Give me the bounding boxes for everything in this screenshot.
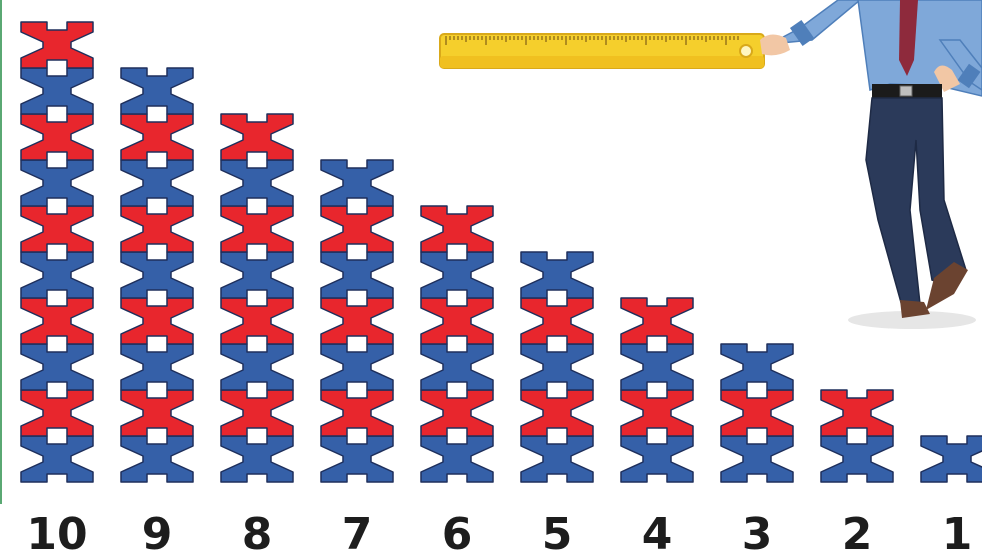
count-label-2: 2 bbox=[841, 509, 873, 560]
interlocking-block-icon bbox=[220, 435, 294, 483]
count-label-5: 5 bbox=[541, 509, 573, 560]
interlocking-block-icon bbox=[420, 435, 494, 483]
interlocking-block-icon bbox=[320, 205, 394, 253]
block-stack-7 bbox=[320, 159, 394, 483]
interlocking-block-icon bbox=[120, 343, 194, 391]
interlocking-block-icon bbox=[120, 113, 194, 161]
interlocking-block-icon bbox=[120, 297, 194, 345]
interlocking-block-icon bbox=[720, 389, 794, 437]
interlocking-block-icon bbox=[820, 435, 894, 483]
interlocking-block-icon bbox=[420, 343, 494, 391]
interlocking-block-icon bbox=[120, 159, 194, 207]
interlocking-block-icon bbox=[520, 251, 594, 299]
interlocking-block-icon bbox=[220, 343, 294, 391]
count-label-8: 8 bbox=[241, 509, 273, 560]
interlocking-block-icon bbox=[120, 67, 194, 115]
count-label-9: 9 bbox=[141, 509, 173, 560]
interlocking-block-icon bbox=[20, 113, 94, 161]
interlocking-block-icon bbox=[20, 21, 94, 69]
interlocking-block-icon bbox=[220, 159, 294, 207]
interlocking-block-icon bbox=[420, 251, 494, 299]
interlocking-block-icon bbox=[520, 435, 594, 483]
block-stack-1 bbox=[920, 435, 982, 483]
interlocking-block-icon bbox=[520, 389, 594, 437]
interlocking-block-icon bbox=[720, 343, 794, 391]
block-stack-8 bbox=[220, 113, 294, 483]
count-label-7: 7 bbox=[341, 509, 373, 560]
interlocking-block-icon bbox=[20, 297, 94, 345]
interlocking-block-icon bbox=[520, 343, 594, 391]
interlocking-block-icon bbox=[520, 297, 594, 345]
interlocking-block-icon bbox=[620, 435, 694, 483]
interlocking-block-icon bbox=[920, 435, 982, 483]
interlocking-block-icon bbox=[620, 343, 694, 391]
interlocking-block-icon bbox=[120, 389, 194, 437]
interlocking-block-icon bbox=[120, 251, 194, 299]
interlocking-block-icon bbox=[20, 435, 94, 483]
block-stack-9 bbox=[120, 67, 194, 483]
interlocking-block-icon bbox=[420, 205, 494, 253]
teacher-figure bbox=[760, 0, 982, 329]
interlocking-block-icon bbox=[220, 113, 294, 161]
block-stack-5 bbox=[520, 251, 594, 483]
interlocking-block-icon bbox=[20, 343, 94, 391]
interlocking-block-icon bbox=[20, 205, 94, 253]
interlocking-block-icon bbox=[820, 389, 894, 437]
block-stack-2 bbox=[820, 389, 894, 483]
interlocking-block-icon bbox=[20, 251, 94, 299]
interlocking-block-icon bbox=[320, 343, 394, 391]
interlocking-block-icon bbox=[320, 389, 394, 437]
interlocking-block-icon bbox=[220, 205, 294, 253]
interlocking-block-icon bbox=[320, 435, 394, 483]
interlocking-block-icon bbox=[320, 297, 394, 345]
block-stack-6 bbox=[420, 205, 494, 483]
block-stack-3 bbox=[720, 343, 794, 483]
count-label-10: 10 bbox=[26, 509, 88, 560]
interlocking-block-icon bbox=[220, 297, 294, 345]
interlocking-block-icon bbox=[120, 205, 194, 253]
block-stack-4 bbox=[620, 297, 694, 483]
count-label-3: 3 bbox=[741, 509, 773, 560]
interlocking-block-icon bbox=[220, 389, 294, 437]
interlocking-block-icon bbox=[420, 297, 494, 345]
interlocking-block-icon bbox=[120, 435, 194, 483]
interlocking-block-icon bbox=[220, 251, 294, 299]
interlocking-block-icon bbox=[720, 435, 794, 483]
interlocking-block-icon bbox=[620, 389, 694, 437]
block-stack-10 bbox=[20, 21, 94, 483]
count-label-1: 1 bbox=[941, 509, 973, 560]
interlocking-block-icon bbox=[20, 159, 94, 207]
left-border-line bbox=[0, 0, 2, 504]
ruler-icon bbox=[439, 33, 765, 69]
count-label-4: 4 bbox=[641, 509, 673, 560]
count-label-6: 6 bbox=[441, 509, 473, 560]
interlocking-block-icon bbox=[20, 389, 94, 437]
block-stacks bbox=[20, 21, 982, 483]
interlocking-block-icon bbox=[20, 67, 94, 115]
interlocking-block-icon bbox=[620, 297, 694, 345]
interlocking-block-icon bbox=[320, 251, 394, 299]
interlocking-block-icon bbox=[420, 389, 494, 437]
interlocking-block-icon bbox=[320, 159, 394, 207]
